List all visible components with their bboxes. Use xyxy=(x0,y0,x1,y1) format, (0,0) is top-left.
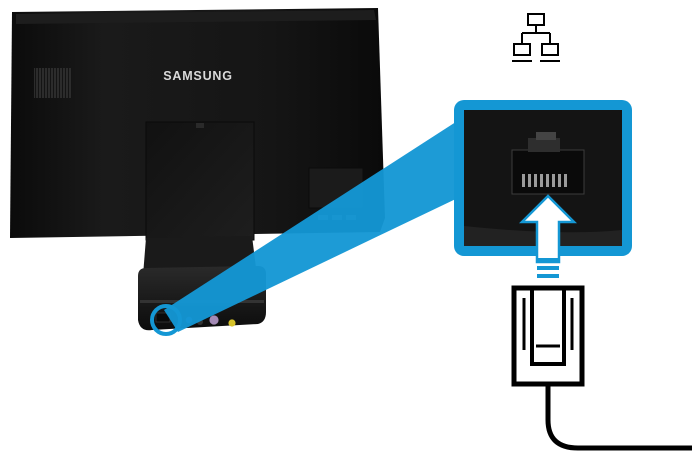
base-port xyxy=(228,319,236,327)
callout-beam xyxy=(164,118,462,332)
vent-grille xyxy=(34,68,72,98)
network-cable xyxy=(545,384,692,451)
ethernet-port-icon xyxy=(511,132,585,195)
base-port xyxy=(209,315,219,325)
highlight-circle xyxy=(150,304,182,336)
rj45-connector-icon xyxy=(511,285,585,387)
monitor-brand: SAMSUNG xyxy=(163,69,233,83)
arrow-dashes xyxy=(537,258,559,278)
monitor-rear: SAMSUNG xyxy=(10,8,385,241)
callout-box xyxy=(454,100,632,264)
vesa-panel xyxy=(145,121,255,241)
network-lan-icon xyxy=(512,13,560,62)
